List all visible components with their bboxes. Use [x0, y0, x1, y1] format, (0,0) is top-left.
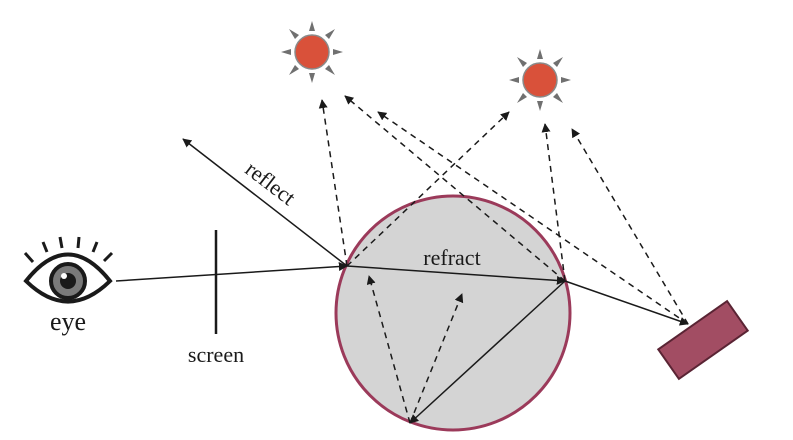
- reflect-ray: [182, 138, 348, 267]
- internal-ray: [409, 280, 566, 424]
- solid-rays: [115, 138, 689, 424]
- shadow-ray: [377, 111, 689, 325]
- primary-ray: [115, 262, 348, 282]
- screen-label: screen: [188, 342, 244, 367]
- shadow-ray: [409, 293, 464, 424]
- sphere: [334, 194, 572, 432]
- shadow-ray: [344, 95, 566, 282]
- refract-label: refract: [423, 245, 480, 270]
- reflect-label: reflect: [241, 156, 301, 210]
- shadow-ray: [571, 128, 689, 325]
- shadow-ray: [346, 111, 510, 267]
- sun-icon: [281, 21, 343, 83]
- eye-label: eye: [50, 307, 86, 336]
- sun-icon: [509, 49, 571, 111]
- shadow-ray: [318, 99, 348, 267]
- refract-ray: [346, 265, 566, 285]
- eye-icon: [23, 236, 114, 304]
- shadow-ray: [366, 275, 411, 424]
- shadow-rays: [318, 95, 689, 424]
- scene-object: [656, 299, 750, 381]
- exit-ray: [564, 280, 689, 326]
- shadow-ray: [541, 123, 566, 282]
